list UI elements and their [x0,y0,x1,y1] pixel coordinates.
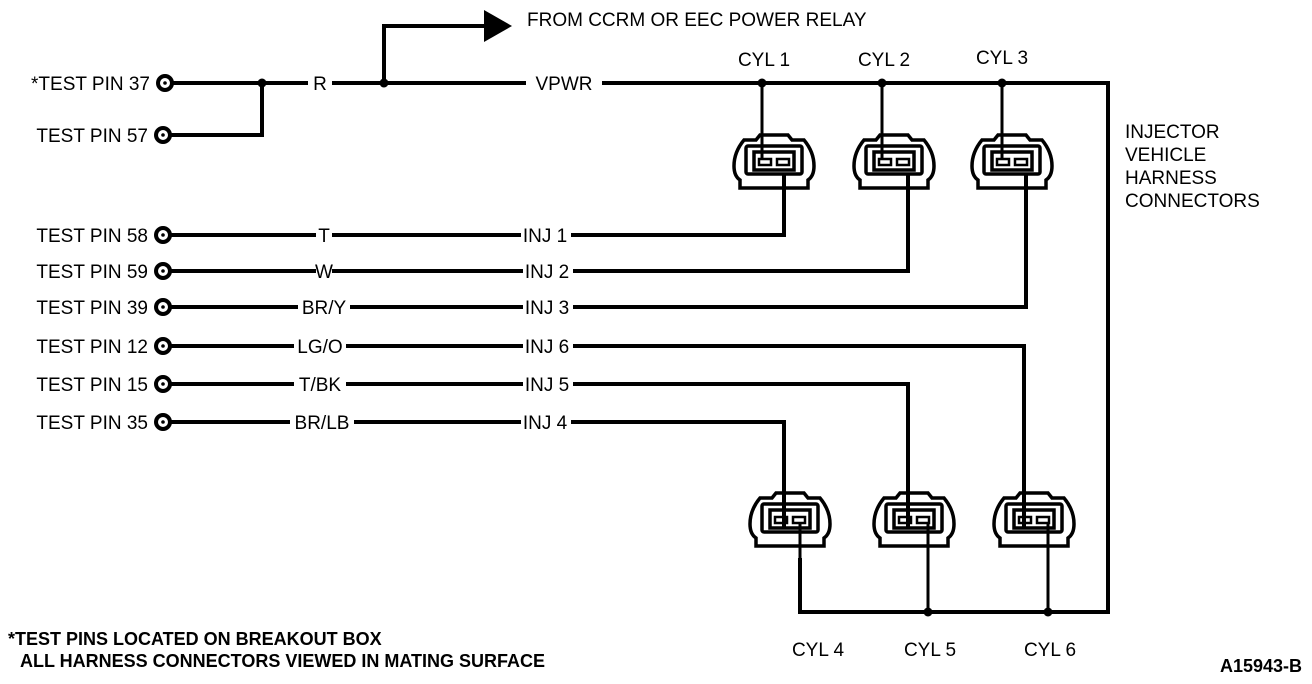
power-source-label: FROM CCRM OR EEC POWER RELAY [527,10,867,31]
cyl-6-label: CYL 6 [1024,640,1076,661]
wire-to-injector [571,420,786,527]
svg-text:CONNECTORS: CONNECTORS [1125,191,1260,212]
power-source-arrow [382,10,512,85]
injector-circuit-row: TEST PIN 15 T/BK INJ 5 [36,375,910,527]
injector-circuit-row: TEST PIN 12 LG/O INJ 6 [36,337,1026,527]
cyl-1-label: CYL 1 [738,50,790,71]
test-pin-57[interactable] [154,126,172,144]
footnote-2: ALL HARNESS CONNECTORS VIEWED IN MATING … [20,651,545,671]
test-pin[interactable] [154,298,172,316]
injector-circuit-row: TEST PIN 39 BR/Y INJ 3 [36,173,1028,319]
test-pin[interactable] [154,262,172,280]
svg-text:VEHICLE: VEHICLE [1125,145,1206,166]
injector-label: INJ 1 [523,226,567,247]
test-pin-label: TEST PIN 15 [36,375,148,396]
wire-to-injector [573,173,1028,309]
test-pin[interactable] [154,226,172,244]
cyl-4-label: CYL 4 [792,640,845,661]
injector-circuit-row: TEST PIN 58 T INJ 1 [36,173,786,247]
wire-color-label: T [318,226,330,247]
connector-cyl-3 [970,83,1054,190]
cyl-2-label: CYL 2 [858,50,910,71]
svg-text:INJECTOR: INJECTOR [1125,122,1220,143]
test-pin-label: TEST PIN 12 [36,337,148,358]
connector-cyl-6 [992,491,1076,548]
splice-dot [379,78,389,88]
test-pin-37[interactable] [156,74,174,92]
injector-circuit-row: TEST PIN 59 W INJ 2 [36,173,910,283]
test-pin[interactable] [154,375,172,393]
test-pin-37-label: *TEST PIN 37 [31,74,150,95]
svg-text:HARNESS: HARNESS [1125,168,1217,189]
connector-cyl-4 [748,491,832,548]
wire-color-label: LG/O [297,337,342,358]
wire-to-injector [573,344,1026,527]
wire-color-label: W [315,262,333,283]
splice-dot [257,78,267,88]
injector-circuit-row: TEST PIN 35 BR/LB INJ 4 [36,413,786,527]
wire-to-injector [571,173,786,237]
wire-to-injector [573,173,910,273]
test-pin-label: TEST PIN 58 [36,226,148,247]
wire-to-injector [573,382,910,527]
test-pin[interactable] [154,413,172,431]
test-pin-57-label: TEST PIN 57 [36,126,148,147]
cyl-5-label: CYL 5 [904,640,956,661]
power-wire-color: R [313,74,327,95]
cyl-3-label: CYL 3 [976,48,1028,69]
connector-cyl-5 [872,491,956,548]
wire-color-label: BR/Y [302,298,347,319]
wire-color-label: BR/LB [295,413,350,434]
test-pin-label: TEST PIN 59 [36,262,148,283]
injector-label: INJ 6 [525,337,569,358]
connector-caption: INJECTOR VEHICLE HARNESS CONNECTORS [1125,122,1260,212]
connector-cyl-1 [732,83,816,190]
test-pin-label: TEST PIN 35 [36,413,148,434]
injector-label: INJ 4 [523,413,568,434]
test-pin-label: TEST PIN 39 [36,298,148,319]
connector-cyl-2 [852,83,936,190]
injector-label: INJ 3 [525,298,569,319]
injector-label: INJ 2 [525,262,569,283]
figure-id: A15943-B [1220,656,1302,676]
test-pin[interactable] [154,337,172,355]
footnote-1: *TEST PINS LOCATED ON BREAKOUT BOX [8,629,382,649]
power-wire-signal: VPWR [536,74,593,95]
wire-color-label: T/BK [299,375,342,396]
injector-label: INJ 5 [525,375,569,396]
